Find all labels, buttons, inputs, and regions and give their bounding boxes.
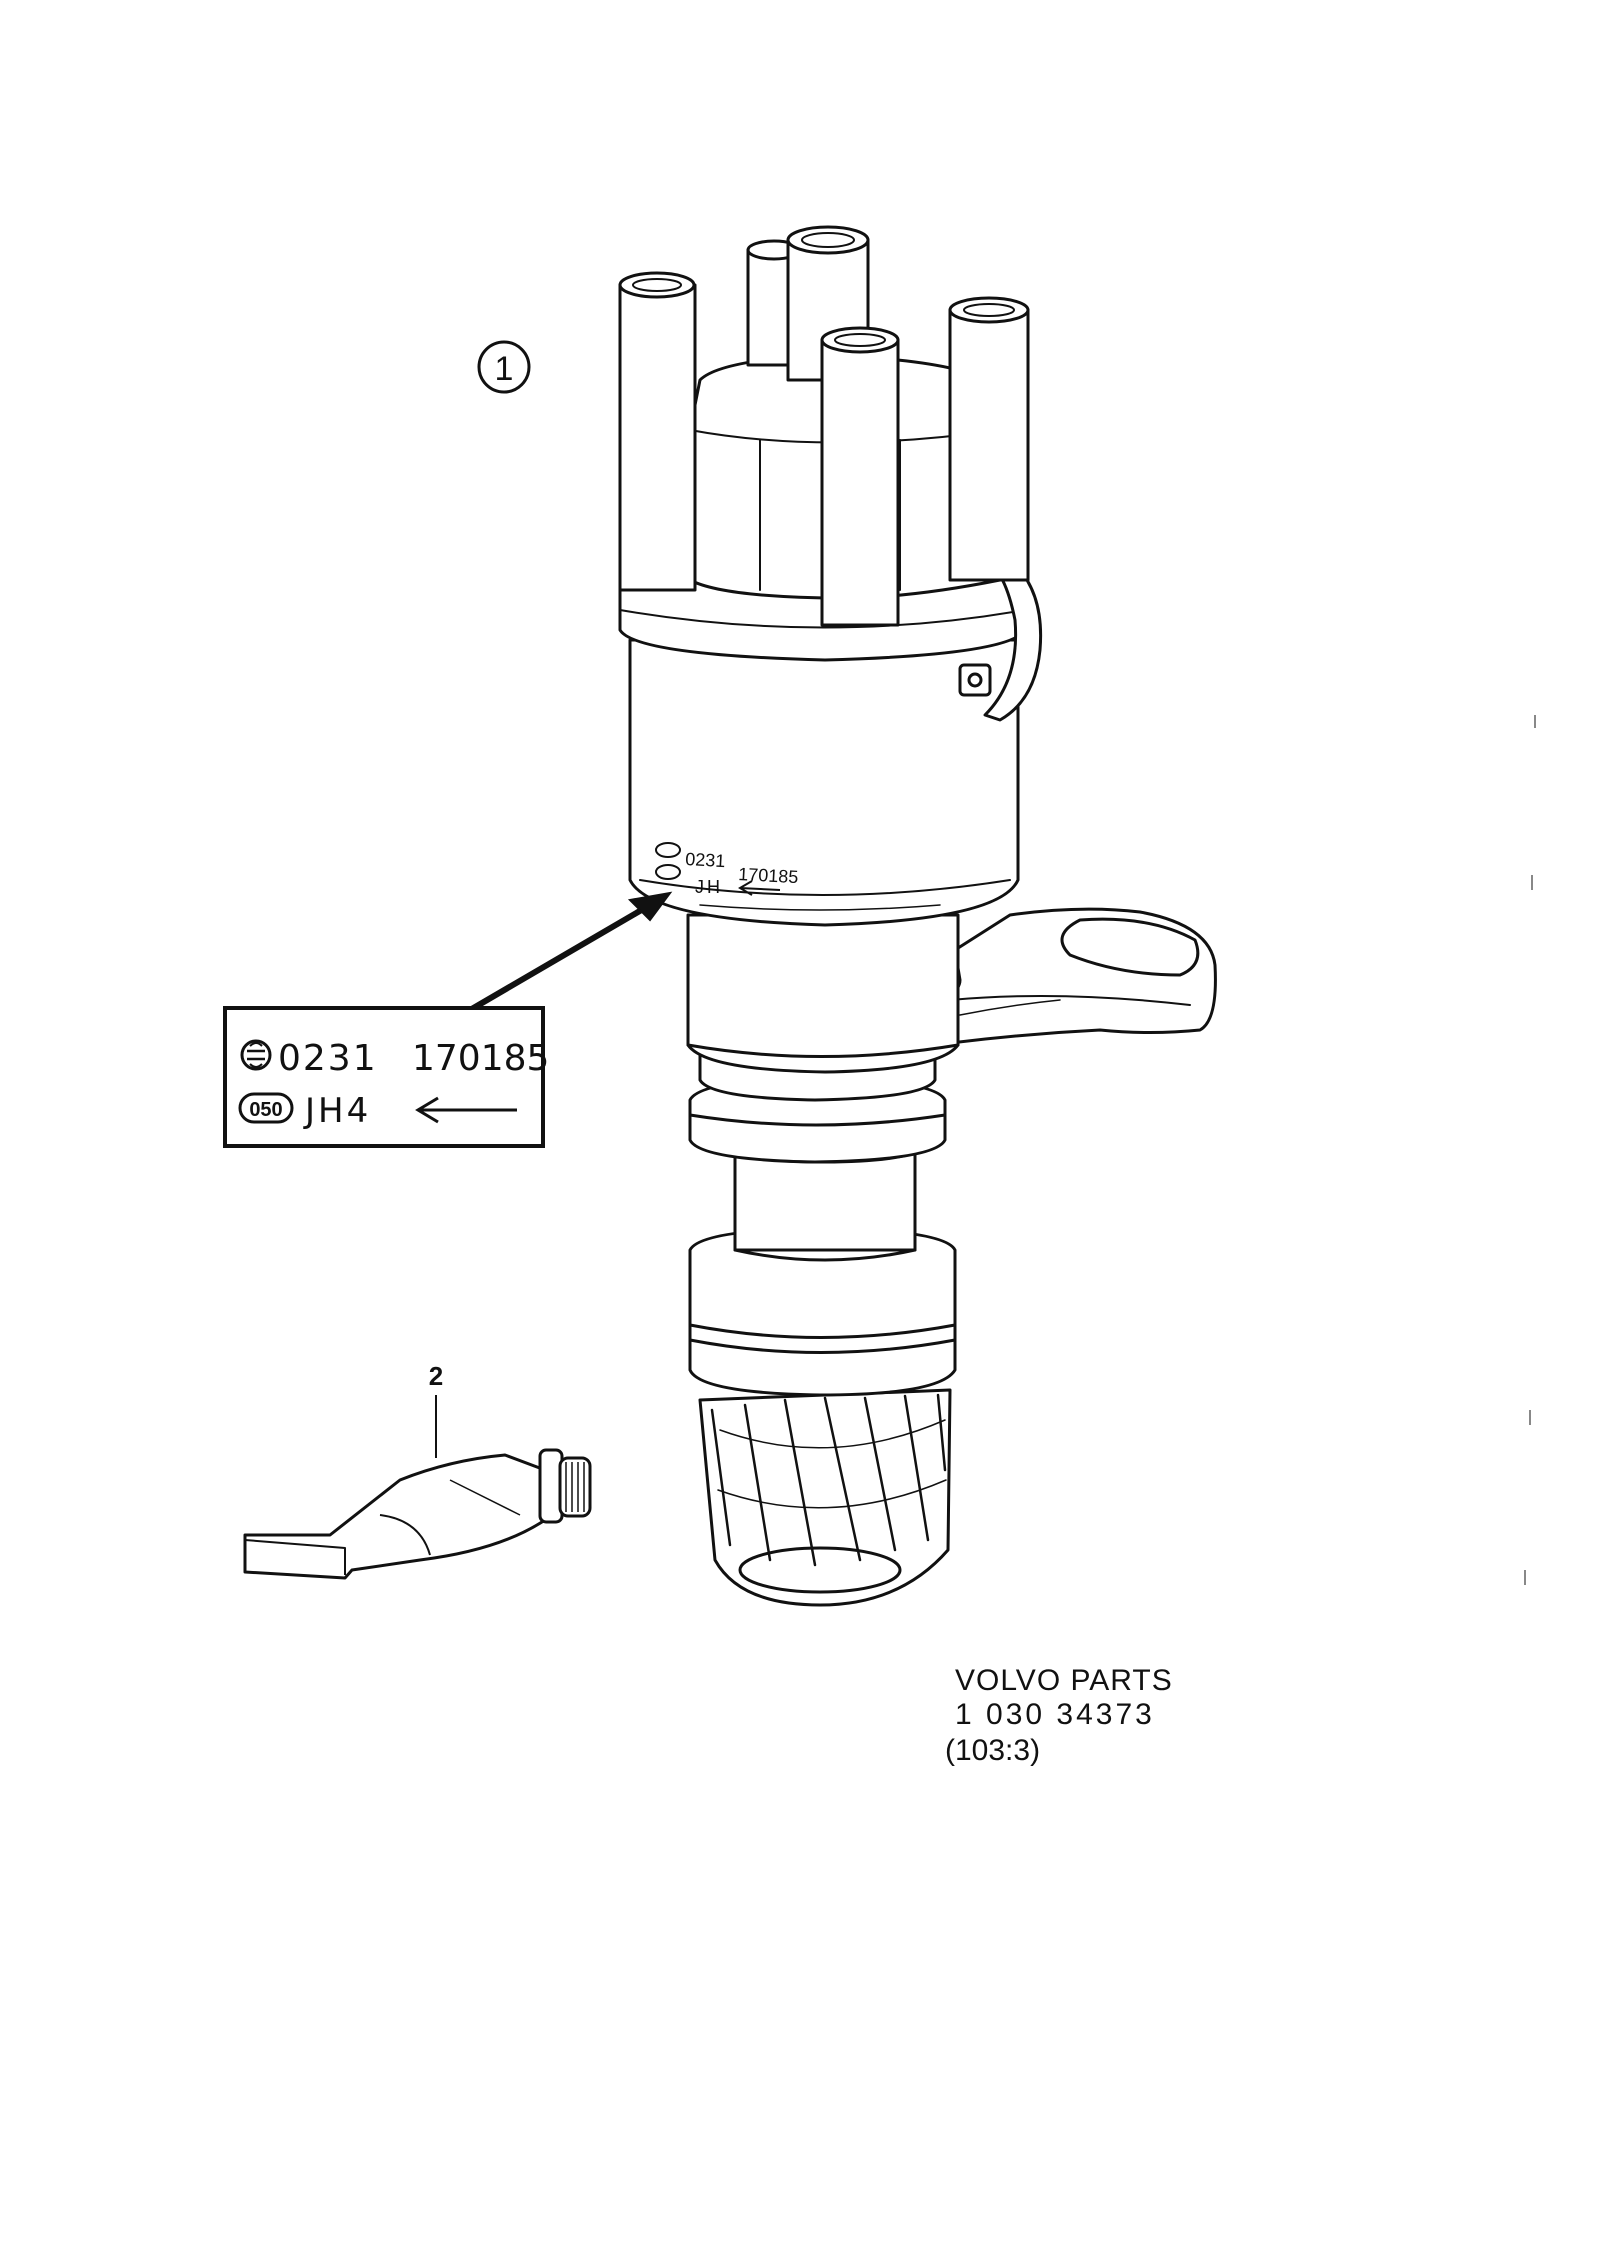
scan-marks (1524, 715, 1536, 1585)
bosch-logo-icon (655, 842, 681, 880)
cap-tower-left (618, 271, 697, 592)
callout-item-1: 1 (477, 340, 531, 394)
leader-arrow (468, 891, 673, 1013)
housing-marking-part-a: 0231 (685, 849, 726, 871)
reference-number: 1 030 34373 (955, 1698, 1155, 1731)
housing-marking-code: JH (695, 877, 723, 897)
cap-tower-right (948, 296, 1030, 582)
mounting-flange (898, 907, 1217, 1052)
label-box-part-a: 0231 (278, 1038, 378, 1079)
reference-brand: VOLVO PARTS (955, 1664, 1173, 1697)
arrow-left-icon (415, 1096, 517, 1124)
code-badge: 050 (238, 1092, 294, 1124)
callout-item-1-label: 1 (495, 350, 514, 388)
grease-tube-illustration (243, 1448, 592, 1580)
arrow-left-icon (738, 880, 781, 896)
distributor-illustration (618, 225, 1217, 1607)
bosch-logo-icon (240, 1039, 272, 1071)
callout-item-2-label: 2 (429, 1361, 443, 1391)
code-badge-text: 050 (249, 1099, 282, 1121)
lower-housing (686, 913, 960, 1074)
label-box-part-b: 170185 (412, 1038, 549, 1079)
reference-block: VOLVO PARTS 1 030 34373 (103:3) (945, 1664, 1173, 1767)
cap-tower-front (820, 326, 900, 627)
lower-collar (688, 1226, 957, 1397)
reference-section: (103:3) (945, 1734, 1040, 1767)
marking-label-box: 0231 170185 050 JH4 (223, 1006, 549, 1148)
housing-marking-part-b: 170185 (738, 864, 799, 887)
housing-marking: 0231 170185 JH (655, 842, 799, 897)
drive-gear (698, 1388, 952, 1607)
label-box-code: JH4 (303, 1091, 371, 1131)
